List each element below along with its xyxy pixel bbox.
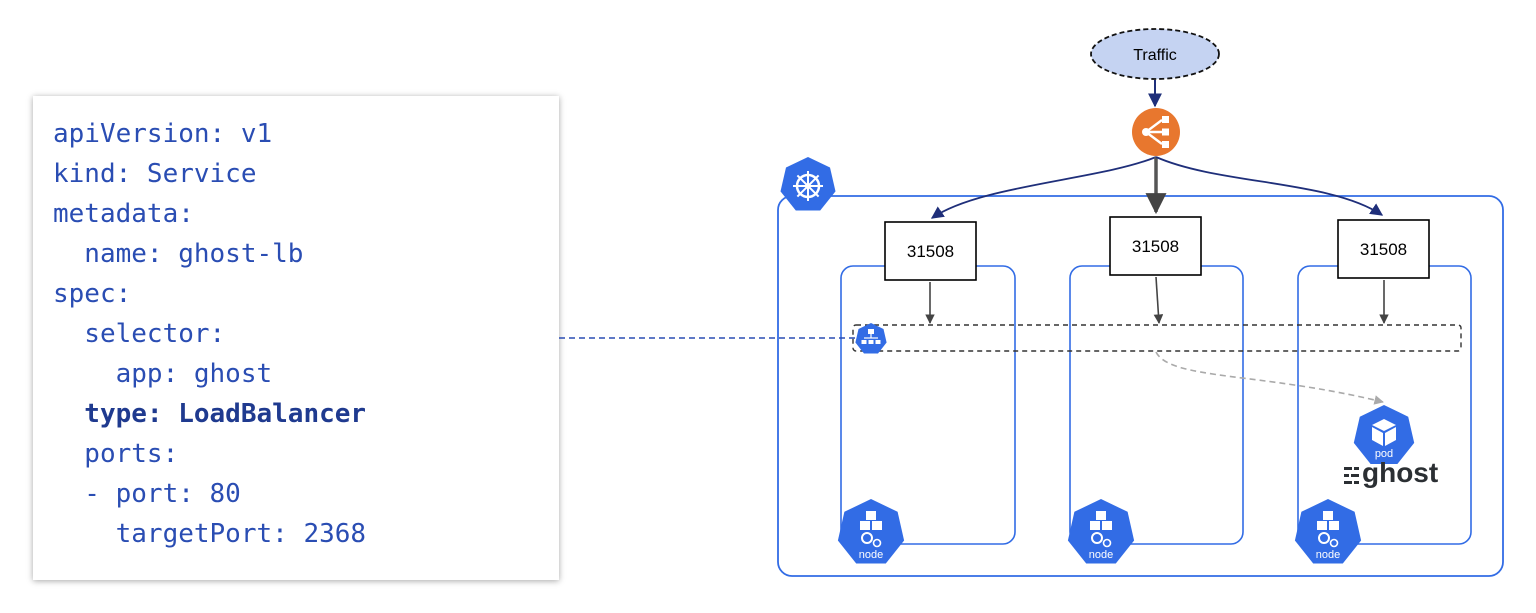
service-to-pod-arrow bbox=[1155, 351, 1384, 405]
code-line: spec: bbox=[53, 279, 132, 309]
node-icon-label: node bbox=[1089, 549, 1113, 561]
code-line: metadata: bbox=[53, 199, 194, 229]
code-line: targetPort: 2368 bbox=[53, 519, 367, 549]
pod-icon-label: pod bbox=[1375, 448, 1393, 460]
kubernetes-wheel-icon bbox=[780, 157, 836, 211]
ghost-wordmark: ghost bbox=[1362, 457, 1438, 488]
lb-to-port-right-arrow bbox=[1155, 156, 1384, 216]
service-icon bbox=[855, 323, 887, 354]
pod-cube-icon: pod bbox=[1353, 405, 1415, 464]
yaml-code-panel: apiVersion: v1 kind: Service metadata: n… bbox=[33, 96, 559, 580]
code-line: selector: bbox=[53, 319, 226, 349]
node-icon: node bbox=[837, 499, 905, 564]
ghost-logo: ghost bbox=[1344, 457, 1438, 488]
lb-to-port-left-arrow bbox=[930, 156, 1157, 219]
node-icon: node bbox=[1067, 499, 1135, 564]
code-line: kind: Service bbox=[53, 159, 257, 189]
node-port-box: 31508 bbox=[1109, 216, 1202, 276]
code-line: app: ghost bbox=[53, 359, 273, 389]
code-line: ports: bbox=[53, 439, 179, 469]
node-icon-label: node bbox=[859, 549, 883, 561]
code-line: name: ghost-lb bbox=[53, 239, 304, 269]
node-port-label: 31508 bbox=[1360, 240, 1407, 259]
node-icon: node bbox=[1294, 499, 1362, 564]
code-line-type: type: LoadBalancer bbox=[53, 399, 367, 429]
cluster-boundary bbox=[777, 195, 1504, 577]
node-port-box: 31508 bbox=[884, 221, 977, 281]
load-balancer-icon bbox=[1132, 108, 1180, 156]
node-port-box: 31508 bbox=[1337, 219, 1430, 279]
traffic-label: Traffic bbox=[1133, 47, 1177, 64]
node-port-label: 31508 bbox=[1132, 237, 1179, 256]
node-icon-label: node bbox=[1316, 549, 1340, 561]
traffic-node bbox=[1090, 28, 1220, 80]
node-port-label: 31508 bbox=[907, 242, 954, 261]
service-strip bbox=[852, 324, 1462, 352]
code-line: apiVersion: v1 bbox=[53, 119, 273, 149]
code-line: - port: 80 bbox=[53, 479, 241, 509]
port-to-service-arrow bbox=[1153, 276, 1164, 324]
